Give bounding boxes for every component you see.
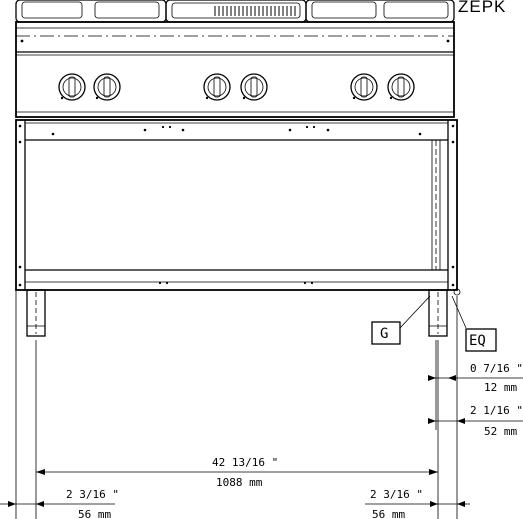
callout-eq-label: EQ xyxy=(469,333,486,349)
control-knob-2 xyxy=(93,73,121,101)
grate-ribs xyxy=(214,6,296,16)
control-knob-3 xyxy=(203,73,231,101)
control-knob-1 xyxy=(58,73,86,101)
right-offset-metric: 56 mm xyxy=(372,508,405,519)
overall-width-metric: 1088 mm xyxy=(216,476,263,489)
right-offset-imperial: 2 3/16 " xyxy=(370,488,423,501)
cooktop-body xyxy=(15,21,455,118)
side-large-imperial: 2 1/16 " xyxy=(470,404,523,417)
left-offset-imperial: 2 3/16 " xyxy=(66,488,119,501)
stand-frame xyxy=(15,119,458,291)
right-leg xyxy=(428,289,448,337)
dimension-side-small: 0 7/16 " 12 mm xyxy=(428,362,523,394)
header-fragment-text: ZEPK xyxy=(458,0,506,16)
dimension-side-large: 2 1/16 " 52 mm xyxy=(428,404,523,438)
callout-g-label: G xyxy=(380,326,388,342)
dimension-overall: 42 13/16 " 1088 mm xyxy=(36,456,438,489)
extension-lines xyxy=(15,290,458,519)
control-knob-5 xyxy=(350,73,378,101)
side-large-metric: 52 mm xyxy=(484,425,517,438)
callout-eq: EQ xyxy=(465,328,497,352)
left-offset-metric: 56 mm xyxy=(78,508,111,519)
dimension-right-offset: 2 3/16 " 56 mm xyxy=(365,488,470,519)
side-small-metric: 12 mm xyxy=(484,381,517,394)
callout-g: G xyxy=(371,295,431,345)
equipotential-terminal xyxy=(451,288,467,329)
control-knob-4 xyxy=(240,73,268,101)
burner-grates xyxy=(15,0,455,23)
side-small-imperial: 0 7/16 " xyxy=(470,362,523,375)
overall-width-imperial: 42 13/16 " xyxy=(212,456,278,469)
control-knob-6 xyxy=(387,73,415,101)
dimension-left-offset: 2 3/16 " 56 mm xyxy=(0,488,119,519)
left-leg xyxy=(26,289,46,337)
